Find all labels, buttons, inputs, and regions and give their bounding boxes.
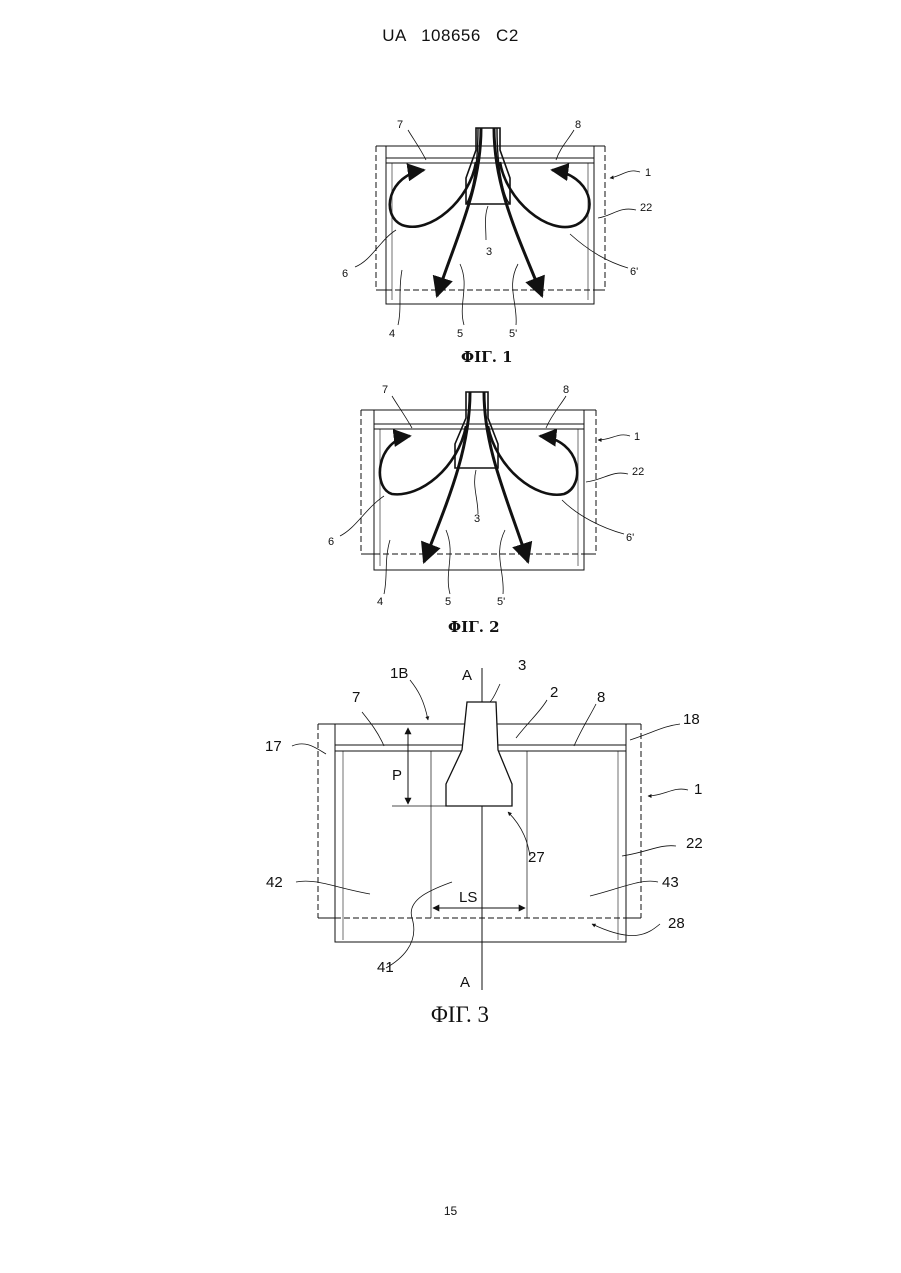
fig2-label-6: 6 (328, 536, 334, 548)
fig1-label-22: 22 (640, 202, 652, 214)
fig3-label-41: 41 (377, 959, 394, 976)
fig2-leaders (340, 396, 630, 594)
figure-1: 7 8 1 22 3 6 6' 4 5 5' ΦΙΓ. 1 (342, 119, 652, 366)
fig2-recirculation (380, 426, 577, 495)
fig3-label-p: P (392, 767, 402, 784)
fig1-housing (376, 146, 605, 304)
fig1-label-1: 1 (645, 167, 651, 179)
fig3-label-17: 17 (265, 738, 282, 755)
fig2-jet-streams (424, 392, 528, 562)
fig1-label-6: 6 (342, 268, 348, 280)
fig3-label-22: 22 (686, 835, 703, 852)
fig1-jet-streams (437, 128, 542, 296)
fig2-label-22: 22 (632, 466, 644, 478)
fig1-label-7: 7 (397, 119, 403, 131)
fig1-label-5-prime: 5' (509, 328, 517, 340)
figure-3: A 3 1B 2 7 8 17 18 P 1 27 22 42 43 LS 28… (265, 657, 703, 1027)
fig1-label-5: 5 (457, 328, 463, 340)
figure-2: 7 8 1 22 3 6 6' 4 5 5' ΦΙΓ. 2 (328, 384, 644, 636)
fig3-label-27: 27 (528, 849, 545, 866)
fig2-label-5: 5 (445, 596, 451, 608)
fig3-label-3: 3 (518, 657, 526, 674)
fig2-label-5-prime: 5' (497, 596, 505, 608)
fig2-label-1: 1 (634, 431, 640, 443)
fig1-caption: ΦΙΓ. 1 (461, 348, 513, 366)
fig3-label-28: 28 (668, 915, 685, 932)
fig2-label-3: 3 (474, 513, 480, 525)
fig3-label-2: 2 (550, 684, 558, 701)
fig3-nozzle (392, 702, 512, 806)
fig2-label-7: 7 (382, 384, 388, 396)
fig3-label-43: 43 (662, 874, 679, 891)
fig1-label-8: 8 (575, 119, 581, 131)
fig3-label-7: 7 (352, 689, 360, 706)
fig1-label-4: 4 (389, 328, 395, 340)
fig3-label-18: 18 (683, 711, 700, 728)
fig3-label-42: 42 (266, 874, 283, 891)
fig3-label-a-bottom: A (460, 974, 470, 991)
fig3-label-1: 1 (694, 781, 702, 798)
fig2-caption: ΦΙΓ. 2 (448, 618, 500, 636)
fig3-caption: ΦΙΓ. 3 (431, 1002, 489, 1027)
fig3-label-ls: LS (459, 889, 477, 906)
fig2-label-4: 4 (377, 596, 383, 608)
fig1-label-3: 3 (486, 246, 492, 258)
fig2-housing (361, 410, 596, 570)
page-number: 15 (0, 1204, 901, 1218)
fig3-label-8: 8 (597, 689, 605, 706)
fig3-label-1b: 1B (390, 665, 408, 682)
fig3-label-a-top: A (462, 667, 472, 684)
fig2-label-6-prime: 6' (626, 532, 634, 544)
fig2-label-8: 8 (563, 384, 569, 396)
fig1-recirculation (390, 162, 590, 227)
fig1-label-6-prime: 6' (630, 266, 638, 278)
